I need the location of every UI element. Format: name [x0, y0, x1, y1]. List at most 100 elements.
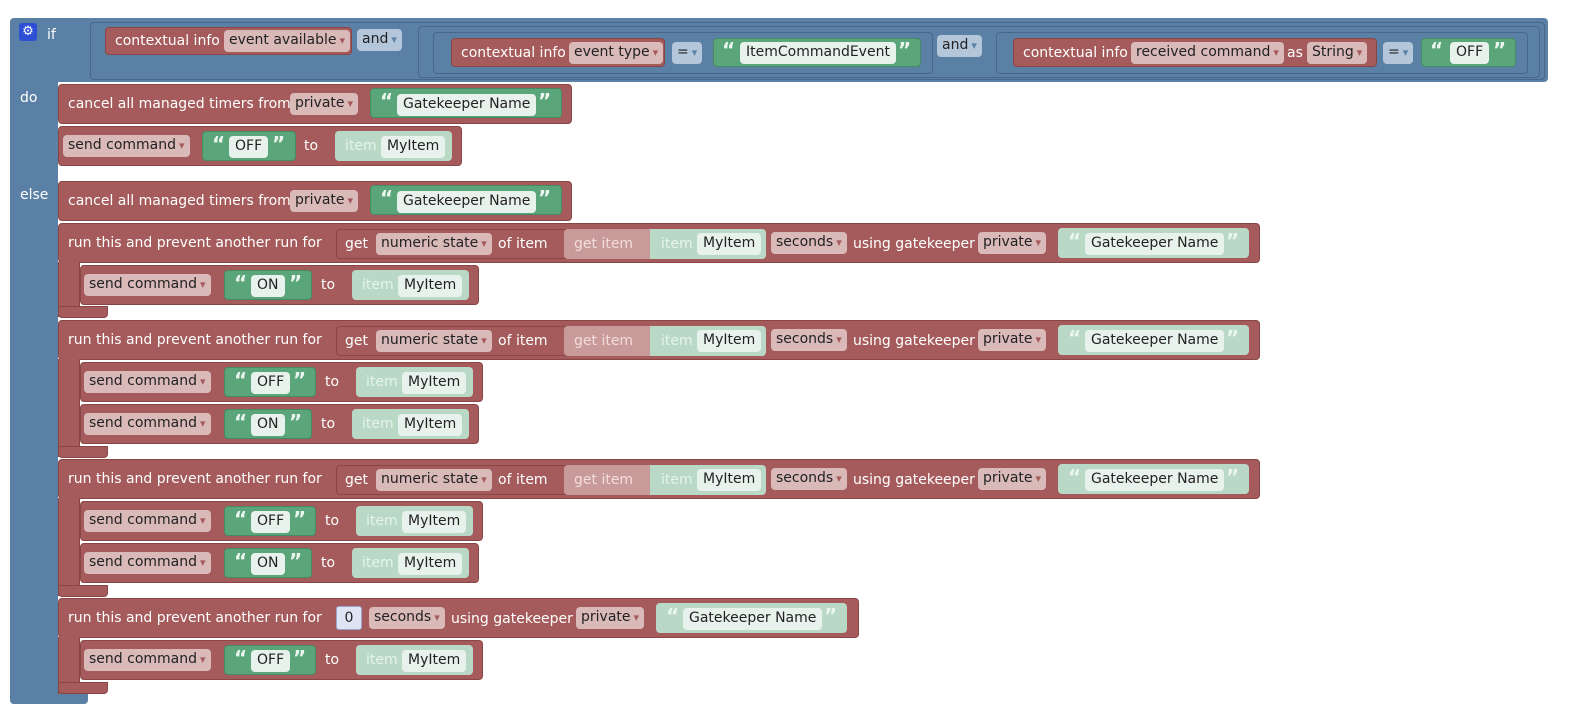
item-name-field[interactable]: MyItem — [402, 650, 467, 672]
open-quote-icon: “ — [1068, 465, 1082, 489]
seconds-dropdown[interactable]: seconds▾ — [369, 607, 445, 629]
send-command-dropdown[interactable]: send command▾ — [84, 413, 211, 435]
scope-dropdown[interactable]: private▾ — [290, 190, 359, 212]
do-label-row — [10, 82, 58, 182]
scope-dropdown[interactable]: private▾ — [290, 93, 359, 115]
item-label: item — [661, 472, 693, 488]
item-label: item — [362, 416, 394, 432]
gatekeeper-name-field[interactable]: Gatekeeper Name — [1085, 469, 1225, 491]
close-quote-icon: ” — [538, 186, 552, 210]
item-name-field[interactable]: MyItem — [398, 553, 463, 575]
open-quote-icon: “ — [234, 368, 248, 392]
item-name-field[interactable]: MyItem — [402, 511, 467, 533]
close-quote-icon: ” — [898, 38, 912, 62]
item-name-field[interactable]: MyItem — [697, 233, 762, 255]
and-dropdown-1[interactable]: and▾ — [357, 29, 402, 51]
send-command-dropdown[interactable]: send command▾ — [84, 510, 211, 532]
close-quote-icon: ” — [289, 271, 303, 295]
item-name-field[interactable]: MyItem — [398, 414, 463, 436]
gatekeeper-run-foot-1 — [58, 306, 108, 318]
get-item-label: get item — [574, 472, 634, 488]
send-command-dropdown[interactable]: send command▾ — [84, 552, 211, 574]
using-gatekeeper-label: using gatekeeper — [853, 333, 975, 349]
using-gatekeeper-label: using gatekeeper — [853, 236, 975, 252]
seconds-dropdown[interactable]: seconds▾ — [771, 329, 847, 351]
numeric-state-dropdown[interactable]: numeric state▾ — [376, 233, 492, 255]
off-field[interactable]: OFF — [251, 511, 291, 533]
of-item-label: of item — [498, 236, 548, 252]
event-type-dropdown[interactable]: event type▾ — [569, 42, 664, 64]
run-label: run this and prevent another run for — [68, 235, 322, 251]
off-cond-field[interactable]: OFF — [1450, 42, 1490, 64]
get-item-label: get item — [574, 333, 634, 349]
using-gatekeeper-label: using gatekeeper — [853, 472, 975, 488]
gatekeeper-name-field[interactable]: Gatekeeper Name — [397, 94, 537, 116]
open-quote-icon: “ — [234, 410, 248, 434]
off-field[interactable]: OFF — [229, 136, 269, 158]
gatekeeper-name-field[interactable]: Gatekeeper Name — [397, 191, 537, 213]
of-item-label: of item — [498, 472, 548, 488]
and-dropdown-2[interactable]: and▾ — [937, 35, 982, 57]
off-field[interactable]: OFF — [251, 650, 291, 672]
open-quote-icon: “ — [1068, 229, 1082, 253]
open-quote-icon: “ — [234, 646, 248, 670]
item-name-field[interactable]: MyItem — [381, 136, 446, 158]
off-field[interactable]: OFF — [251, 372, 291, 394]
run-label: run this and prevent another run for — [68, 332, 322, 348]
send-command-dropdown[interactable]: send command▾ — [84, 274, 211, 296]
on-field[interactable]: ON — [251, 553, 285, 575]
run-label: run this and prevent another run for — [68, 471, 322, 487]
scope-dropdown[interactable]: private▾ — [576, 607, 645, 629]
eq-dropdown-1[interactable]: =▾ — [672, 42, 703, 64]
item-label: item — [366, 513, 398, 529]
gatekeeper-run-body-3 — [58, 498, 80, 596]
to-label: to — [325, 374, 340, 390]
get-label: get — [345, 333, 368, 349]
to-label: to — [325, 513, 340, 529]
send-command-dropdown[interactable]: send command▾ — [63, 135, 190, 157]
gatekeeper-run-foot-2 — [58, 446, 108, 458]
item-name-field[interactable]: MyItem — [398, 275, 463, 297]
seconds-dropdown[interactable]: seconds▾ — [771, 468, 847, 490]
get-label: get — [345, 472, 368, 488]
duration-number-field[interactable]: 0 — [336, 606, 362, 630]
send-command-dropdown[interactable]: send command▾ — [84, 649, 211, 671]
close-quote-icon: ” — [538, 89, 552, 113]
send-command-dropdown[interactable]: send command▾ — [84, 371, 211, 393]
open-quote-icon: “ — [380, 186, 394, 210]
scope-dropdown[interactable]: private▾ — [978, 329, 1047, 351]
numeric-state-dropdown[interactable]: numeric state▾ — [376, 330, 492, 352]
itemcommandevent-field[interactable]: ItemCommandEvent — [740, 42, 896, 64]
if-keyword: if — [47, 27, 56, 43]
contextual-info-label-1: contextual info — [115, 33, 220, 49]
scope-dropdown[interactable]: private▾ — [978, 232, 1047, 254]
open-quote-icon: “ — [1430, 38, 1444, 62]
gatekeeper-name-field[interactable]: Gatekeeper Name — [1085, 330, 1225, 352]
received-command-dropdown[interactable]: received command▾ — [1131, 42, 1284, 64]
eq-dropdown-2[interactable]: =▾ — [1383, 42, 1414, 64]
to-label: to — [321, 416, 336, 432]
seconds-dropdown[interactable]: seconds▾ — [771, 232, 847, 254]
gear-icon[interactable]: ⚙ — [19, 23, 37, 41]
on-field[interactable]: ON — [251, 275, 285, 297]
item-name-field[interactable]: MyItem — [697, 469, 762, 491]
item-label: item — [362, 277, 394, 293]
run-label: run this and prevent another run for — [68, 610, 322, 626]
gatekeeper-name-field[interactable]: Gatekeeper Name — [683, 608, 823, 630]
item-name-field[interactable]: MyItem — [402, 372, 467, 394]
numeric-state-dropdown[interactable]: numeric state▾ — [376, 469, 492, 491]
contextual-info-label-2: contextual info — [461, 45, 566, 61]
item-name-field[interactable]: MyItem — [697, 330, 762, 352]
string-type-dropdown[interactable]: String▾ — [1307, 42, 1368, 64]
close-quote-icon: ” — [1226, 229, 1240, 253]
to-label: to — [304, 138, 319, 154]
scope-dropdown[interactable]: private▾ — [978, 468, 1047, 490]
close-quote-icon: ” — [293, 507, 307, 531]
gatekeeper-name-field[interactable]: Gatekeeper Name — [1085, 233, 1225, 255]
on-field[interactable]: ON — [251, 414, 285, 436]
gatekeeper-run-body-1 — [58, 262, 80, 317]
to-label: to — [325, 652, 340, 668]
event-available-dropdown[interactable]: event available▾ — [224, 30, 351, 52]
gatekeeper-run-body-2 — [58, 359, 80, 457]
close-quote-icon: ” — [824, 604, 838, 628]
